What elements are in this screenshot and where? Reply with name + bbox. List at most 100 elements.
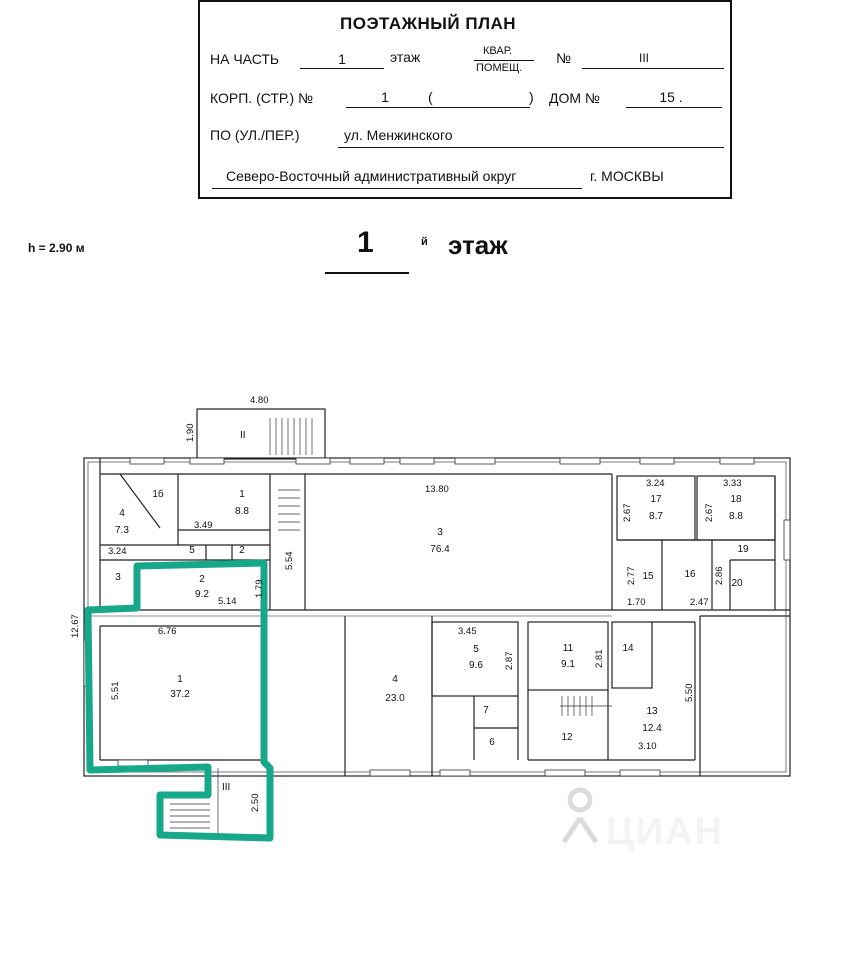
number-label: № bbox=[556, 50, 572, 66]
room-area: 9.2 bbox=[195, 589, 209, 600]
stairs-ii bbox=[269, 418, 313, 531]
dom-underline bbox=[626, 107, 722, 108]
room-area: 23.0 bbox=[385, 693, 405, 704]
korp-label: КОРП. (СТР.) № bbox=[210, 90, 314, 106]
dimension-label: 3.10 bbox=[638, 741, 657, 752]
room-area: 8.8 bbox=[235, 506, 249, 517]
room-label: 14 bbox=[622, 643, 634, 654]
dimension-label: 6.76 bbox=[158, 626, 177, 637]
room-label: 3 bbox=[115, 572, 121, 583]
dimension-label: 5.14 bbox=[218, 596, 237, 607]
dimension-label: 2.87 bbox=[504, 652, 515, 671]
korp-paren-open: ( bbox=[428, 89, 433, 105]
room-area: 37.2 bbox=[170, 689, 190, 700]
room-label: 1б bbox=[152, 488, 164, 500]
room-area: 7.3 bbox=[115, 525, 129, 536]
floor-number-suffix: й bbox=[421, 236, 428, 248]
street-label: ПО (УЛ./ПЕР.) bbox=[210, 127, 300, 143]
dimension-label: 4.80 bbox=[250, 395, 269, 406]
room-area: 8.8 bbox=[729, 511, 743, 522]
room-label: 4 bbox=[119, 508, 125, 519]
room-label: 13 bbox=[646, 706, 658, 717]
street-value: ул. Менжинского bbox=[344, 127, 453, 143]
room-label: 4 bbox=[392, 674, 398, 685]
etazh-label: этаж bbox=[390, 49, 421, 65]
dimension-label: 3.49 bbox=[194, 520, 213, 531]
dimension-label: 2.81 bbox=[594, 650, 605, 669]
room-label: 17 bbox=[650, 494, 662, 505]
plan-windows bbox=[83, 457, 791, 777]
number-value: III bbox=[638, 51, 649, 65]
watermark-text: ЦИАН bbox=[606, 811, 724, 853]
room-area: 9.1 bbox=[561, 659, 575, 670]
floor-number-underline bbox=[325, 272, 409, 274]
dimension-label: 5.54 bbox=[284, 552, 295, 571]
room-label: 3 bbox=[437, 527, 443, 538]
room-label: 6 bbox=[489, 737, 495, 748]
room-area: 8.7 bbox=[649, 511, 663, 522]
dimension-label: 1.79 bbox=[254, 580, 265, 599]
room-area: 76.4 bbox=[430, 544, 450, 555]
room-label: 19 bbox=[737, 544, 749, 555]
floor-number: 1 bbox=[357, 226, 374, 259]
dimension-label: 12.67 bbox=[70, 614, 81, 638]
korp-underline bbox=[346, 107, 530, 108]
room-label: 2 bbox=[239, 545, 245, 556]
pomesch-label: ПОМЕЩ. bbox=[476, 62, 523, 74]
dimension-label: 3.24 bbox=[108, 546, 127, 557]
dimension-label: 2.77 bbox=[626, 567, 637, 586]
stair-mark: II bbox=[240, 430, 246, 441]
okrug-value: Северо-Восточный административный округ bbox=[226, 168, 517, 184]
dimension-label: 5.50 bbox=[684, 684, 695, 703]
korp-paren-close: ) bbox=[529, 89, 534, 105]
dimension-label: 2.86 bbox=[714, 567, 725, 586]
room-label: 20 bbox=[731, 578, 743, 589]
korp-value: 1 bbox=[381, 89, 389, 105]
room-label: 18 bbox=[730, 494, 742, 505]
stairs-iii bbox=[170, 768, 219, 836]
room-labels: 1б 1 8.8 4 7.3 3 76.4 17 8.7 18 8.8 5 2 … bbox=[115, 488, 749, 748]
kvar-fraction-line bbox=[474, 60, 534, 61]
dimension-label: 1.70 bbox=[627, 597, 646, 608]
dimension-label: 3.45 bbox=[458, 626, 477, 637]
room-label: 2 bbox=[199, 574, 205, 585]
na-chast-label: НА ЧАСТЬ bbox=[210, 51, 280, 67]
room-label: 16 bbox=[684, 569, 696, 580]
dom-value: 15 . bbox=[659, 89, 683, 105]
dimension-label: 2.67 bbox=[704, 504, 715, 523]
dimension-label: 2.50 bbox=[250, 794, 261, 813]
cian-watermark: ЦИАН bbox=[561, 787, 724, 853]
room-label: 1 bbox=[177, 674, 183, 685]
room-label: 5 bbox=[473, 644, 479, 655]
floor-word: этаж bbox=[448, 230, 508, 260]
plan-walls bbox=[83, 408, 791, 777]
plan-dimensions: 4.80 1.90 13.80 3.24 3.33 2.67 2.67 3.49… bbox=[70, 395, 742, 812]
dimension-label: 2.47 bbox=[690, 597, 709, 608]
stair-mark: III bbox=[222, 782, 230, 793]
room-label: 7 bbox=[483, 705, 489, 716]
room-area: 9.6 bbox=[469, 660, 483, 671]
room-label: 15 bbox=[642, 571, 654, 582]
plan-header-stamp: ПОЭТАЖНЫЙ ПЛАН НА ЧАСТЬ 1 этаж КВАР. ПОМ… bbox=[198, 0, 732, 199]
city-value: г. МОСКВЫ bbox=[590, 168, 664, 184]
na-chast-underline bbox=[300, 68, 384, 69]
room-label: 12 bbox=[561, 732, 573, 743]
number-underline bbox=[582, 68, 724, 69]
dimension-label: 3.33 bbox=[723, 478, 742, 489]
highlighted-premises-outline bbox=[84, 559, 274, 842]
dom-label: ДОМ № bbox=[549, 90, 600, 106]
stairs-inner bbox=[560, 696, 612, 716]
street-underline bbox=[338, 147, 724, 148]
kvar-label: КВАР. bbox=[483, 45, 513, 57]
okrug-underline bbox=[212, 188, 582, 189]
room-label: 1 bbox=[239, 489, 245, 500]
room-area: 12.4 bbox=[642, 723, 662, 734]
dimension-label: 3.24 bbox=[646, 478, 665, 489]
na-chast-value: 1 bbox=[338, 51, 346, 67]
dimension-label: 5.51 bbox=[110, 682, 121, 701]
ceiling-height-note: h = 2.90 м bbox=[28, 241, 85, 255]
dimension-label: 2.67 bbox=[622, 504, 633, 523]
plan-title: ПОЭТАЖНЫЙ ПЛАН bbox=[340, 14, 517, 33]
dimension-label: 1.90 bbox=[185, 424, 196, 443]
